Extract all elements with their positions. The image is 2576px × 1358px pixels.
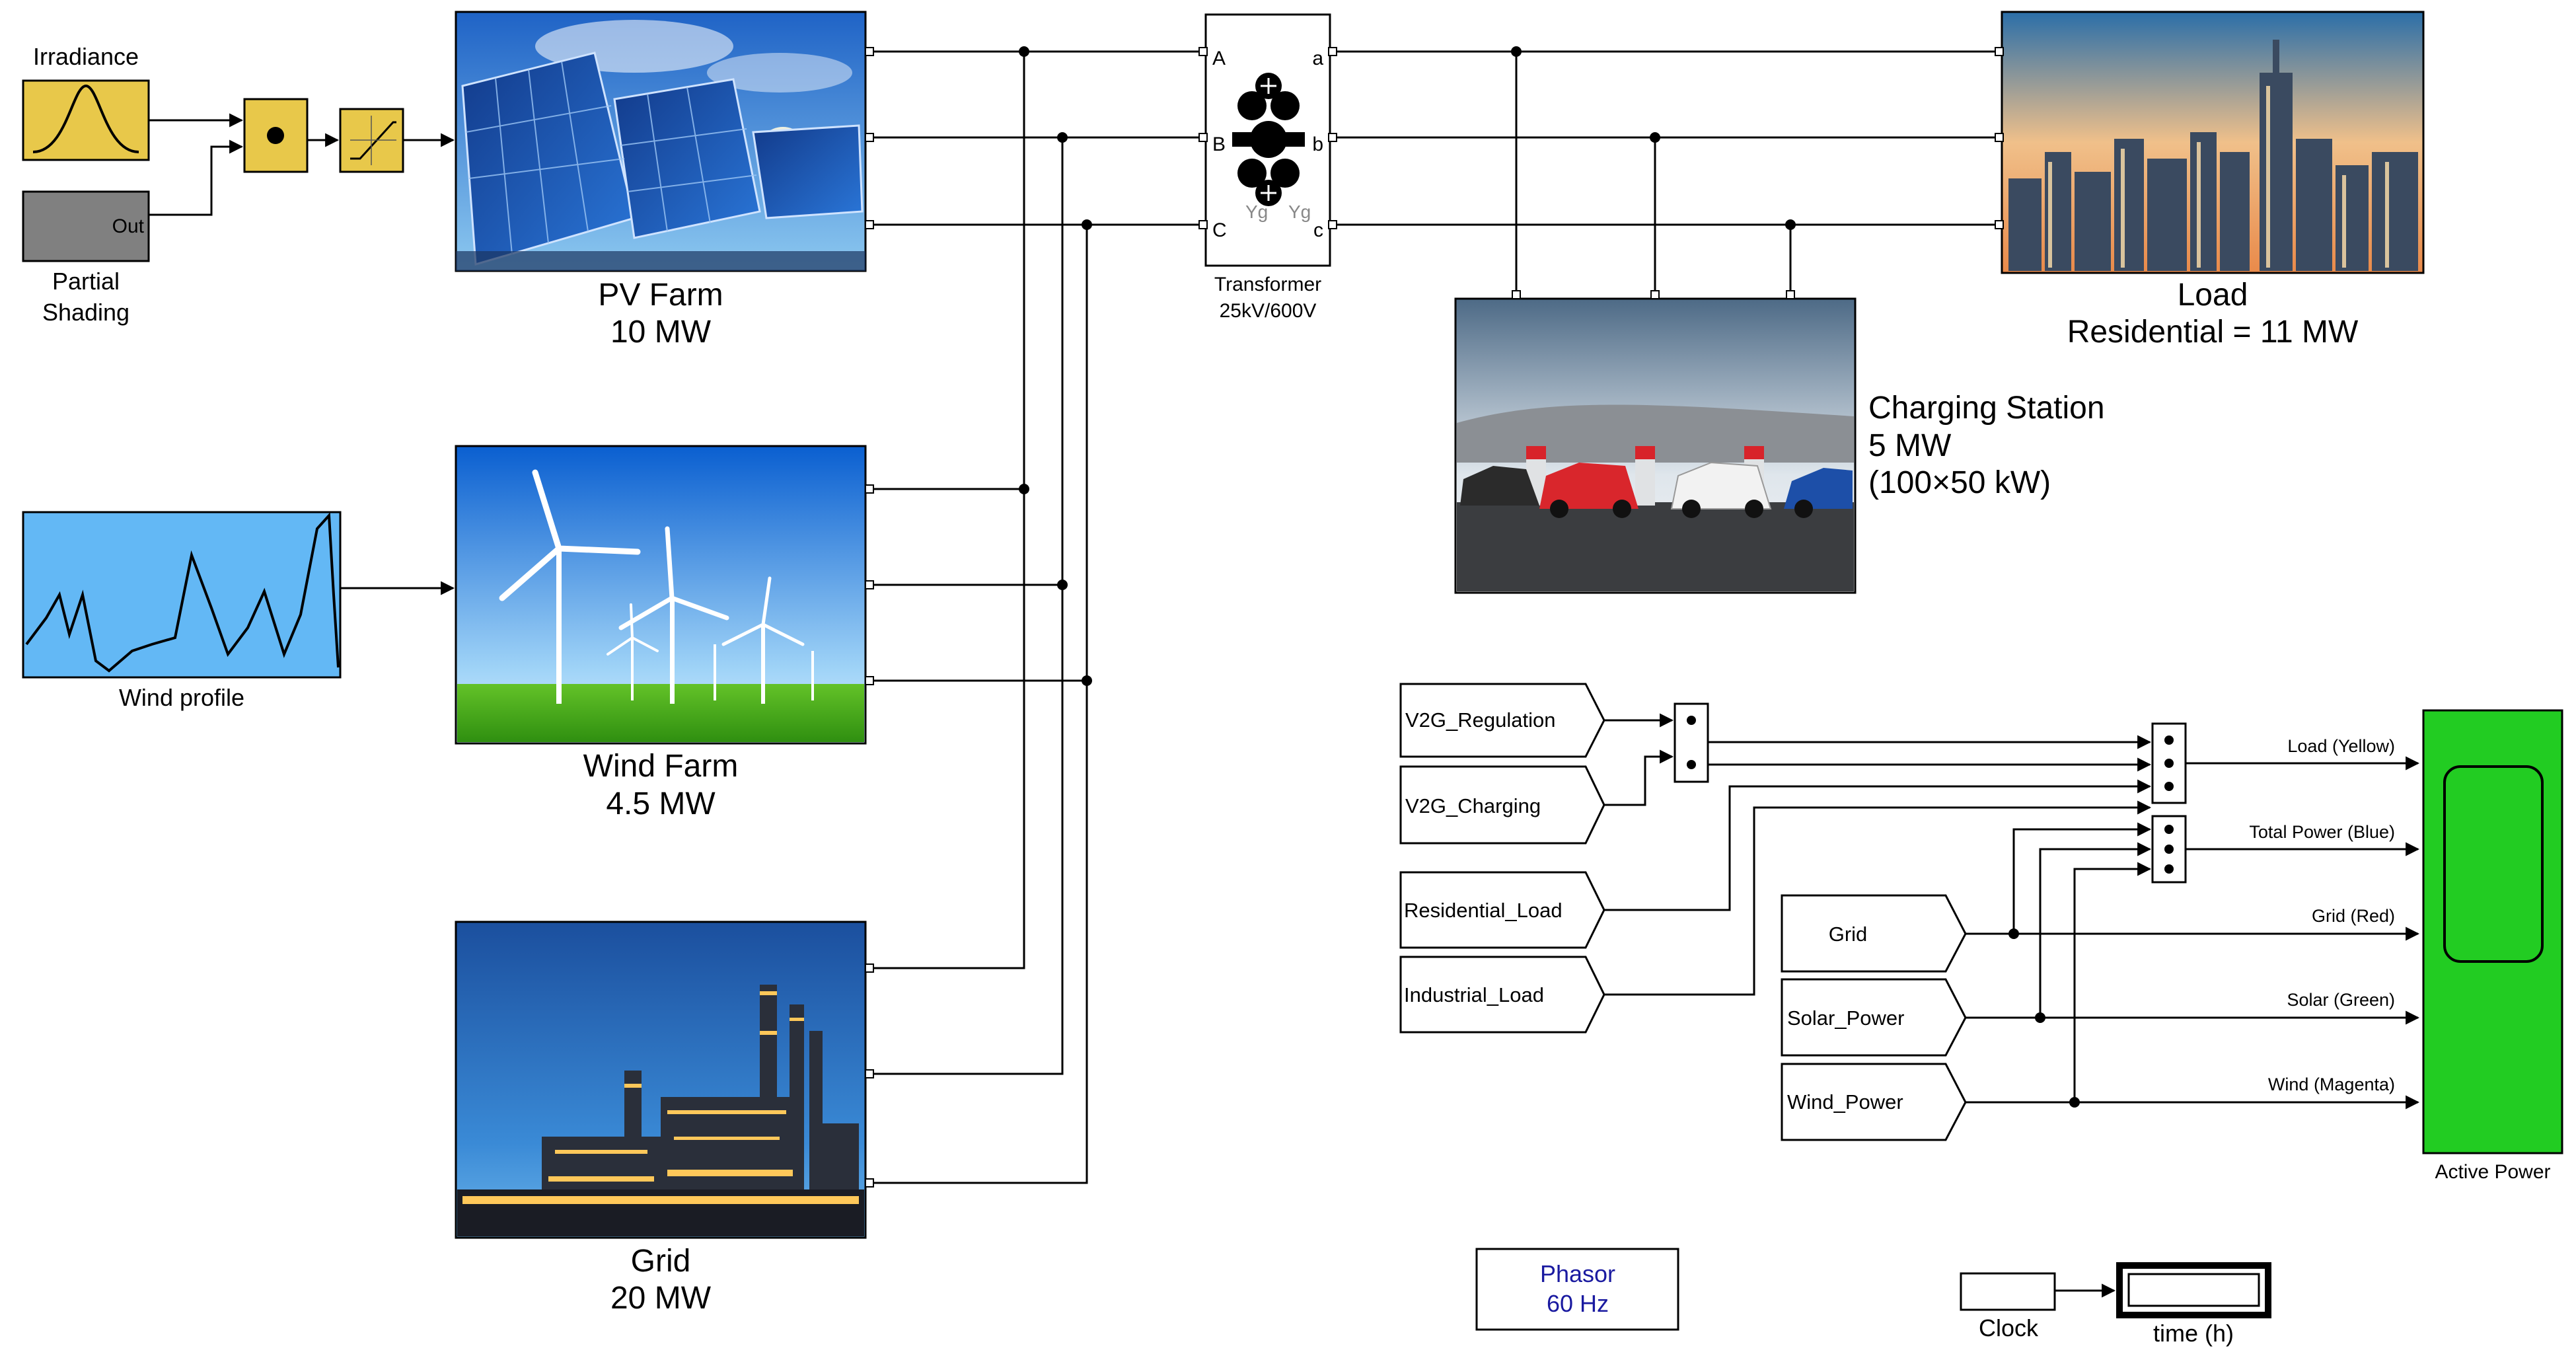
powergui-frequency: 60 Hz <box>1547 1290 1609 1317</box>
transformer-windings-icon <box>1232 73 1305 206</box>
charging-station-rating: 5 MW <box>1868 428 1952 463</box>
mux-total-power[interactable] <box>2151 815 2187 884</box>
from-tag-v2g-charging[interactable]: V2G_Charging <box>1399 765 1605 845</box>
load-label: Load <box>2178 278 2248 313</box>
pv-farm-label: PV Farm <box>598 278 723 313</box>
power-bus-wires <box>865 46 1206 1184</box>
svg-text:Grid: Grid <box>1829 923 1868 946</box>
svg-text:Solar_Power: Solar_Power <box>1787 1006 1904 1030</box>
clock-label: Clock <box>1979 1314 2039 1341</box>
signal-label-grid: Grid (Red) <box>2312 906 2395 926</box>
partial-shading-block[interactable]: Out <box>22 190 150 262</box>
mux-load[interactable] <box>2151 722 2187 804</box>
from-tag-grid[interactable]: Grid <box>1781 894 1967 973</box>
powergui-mode: Phasor <box>1540 1260 1615 1287</box>
pv-farm-rating: 10 MW <box>610 315 712 350</box>
mux-v2g[interactable] <box>1674 702 1709 783</box>
load-bus-wires <box>1337 46 2002 296</box>
transformer-port-c: c <box>1313 219 1323 241</box>
bell-curve-icon <box>32 84 139 153</box>
partial-shading-label-line1: Partial <box>52 268 120 295</box>
load-rating: Residential = 11 MW <box>2067 315 2359 350</box>
charging-station-block[interactable] <box>1454 297 1857 594</box>
load-block[interactable] <box>2001 11 2425 274</box>
partial-shading-label-line2: Shading <box>42 299 129 326</box>
grid-block[interactable] <box>455 921 867 1239</box>
grid-label: Grid <box>631 1244 691 1279</box>
from-tag-industrial-load[interactable]: Industrial_Load <box>1399 956 1605 1034</box>
saturation-block[interactable] <box>339 108 404 173</box>
wind-profile-block[interactable] <box>22 511 342 679</box>
active-power-scope[interactable] <box>2422 709 2563 1154</box>
svg-text:Residential_Load: Residential_Load <box>1404 899 1563 922</box>
grid-rating: 20 MW <box>610 1281 712 1316</box>
transformer-port-a: a <box>1312 48 1323 69</box>
transformer-port-C: C <box>1212 219 1227 241</box>
from-tag-wind-power[interactable]: Wind_Power <box>1781 1063 1967 1141</box>
wind-farm-label: Wind Farm <box>583 749 739 784</box>
svg-text:V2G_Charging: V2G_Charging <box>1405 794 1541 817</box>
active-power-label: Active Power <box>2435 1161 2550 1183</box>
transformer-port-B: B <box>1212 133 1226 155</box>
multiply-icon <box>267 127 284 144</box>
transformer-winding-left: Yg <box>1245 202 1268 222</box>
transformer-block[interactable]: A B C a b c Yg Yg <box>1198 13 1337 267</box>
from-tag-v2g-regulation[interactable]: V2G_Regulation <box>1399 683 1605 758</box>
from-tag-solar-power[interactable]: Solar_Power <box>1781 978 1967 1057</box>
powergui-block[interactable]: Phasor 60 Hz <box>1475 1248 1679 1331</box>
transformer-port-b: b <box>1312 133 1323 155</box>
signal-label-solar: Solar (Green) <box>2287 990 2395 1010</box>
transformer-winding-right: Yg <box>1288 202 1311 222</box>
wind-farm-block[interactable] <box>455 445 867 745</box>
transformer-label: Transformer <box>1214 274 1321 295</box>
wind-farm-rating: 4.5 MW <box>606 786 716 821</box>
clock-block[interactable] <box>1960 1272 2056 1311</box>
wind-profile-waveform-icon <box>25 512 340 673</box>
transformer-port-A: A <box>1212 48 1226 69</box>
scope-screen-icon <box>2443 765 2544 963</box>
time-display-block[interactable] <box>2116 1262 2271 1318</box>
time-display-label: time (h) <box>2153 1320 2234 1347</box>
charging-station-detail: (100×50 kW) <box>1868 465 2051 500</box>
transformer-rating: 25kV/600V <box>1220 300 1317 322</box>
charging-station-label: Charging Station <box>1868 391 2105 426</box>
irradiance-label: Irradiance <box>33 43 139 70</box>
wind-profile-label: Wind profile <box>119 684 244 711</box>
product-block[interactable] <box>243 98 309 173</box>
signal-label-total-power: Total Power (Blue) <box>2249 822 2395 842</box>
pv-farm-block[interactable] <box>455 11 867 272</box>
signal-label-load: Load (Yellow) <box>2287 736 2395 756</box>
from-tag-residential-load[interactable]: Residential_Load <box>1399 871 1605 949</box>
partial-shading-port-label: Out <box>112 215 145 237</box>
irradiance-block[interactable] <box>22 79 150 161</box>
svg-text:Industrial_Load: Industrial_Load <box>1404 983 1544 1006</box>
signal-label-wind: Wind (Magenta) <box>2268 1075 2395 1094</box>
svg-text:V2G_Regulation: V2G_Regulation <box>1405 708 1556 732</box>
svg-text:Wind_Power: Wind_Power <box>1787 1090 1903 1113</box>
